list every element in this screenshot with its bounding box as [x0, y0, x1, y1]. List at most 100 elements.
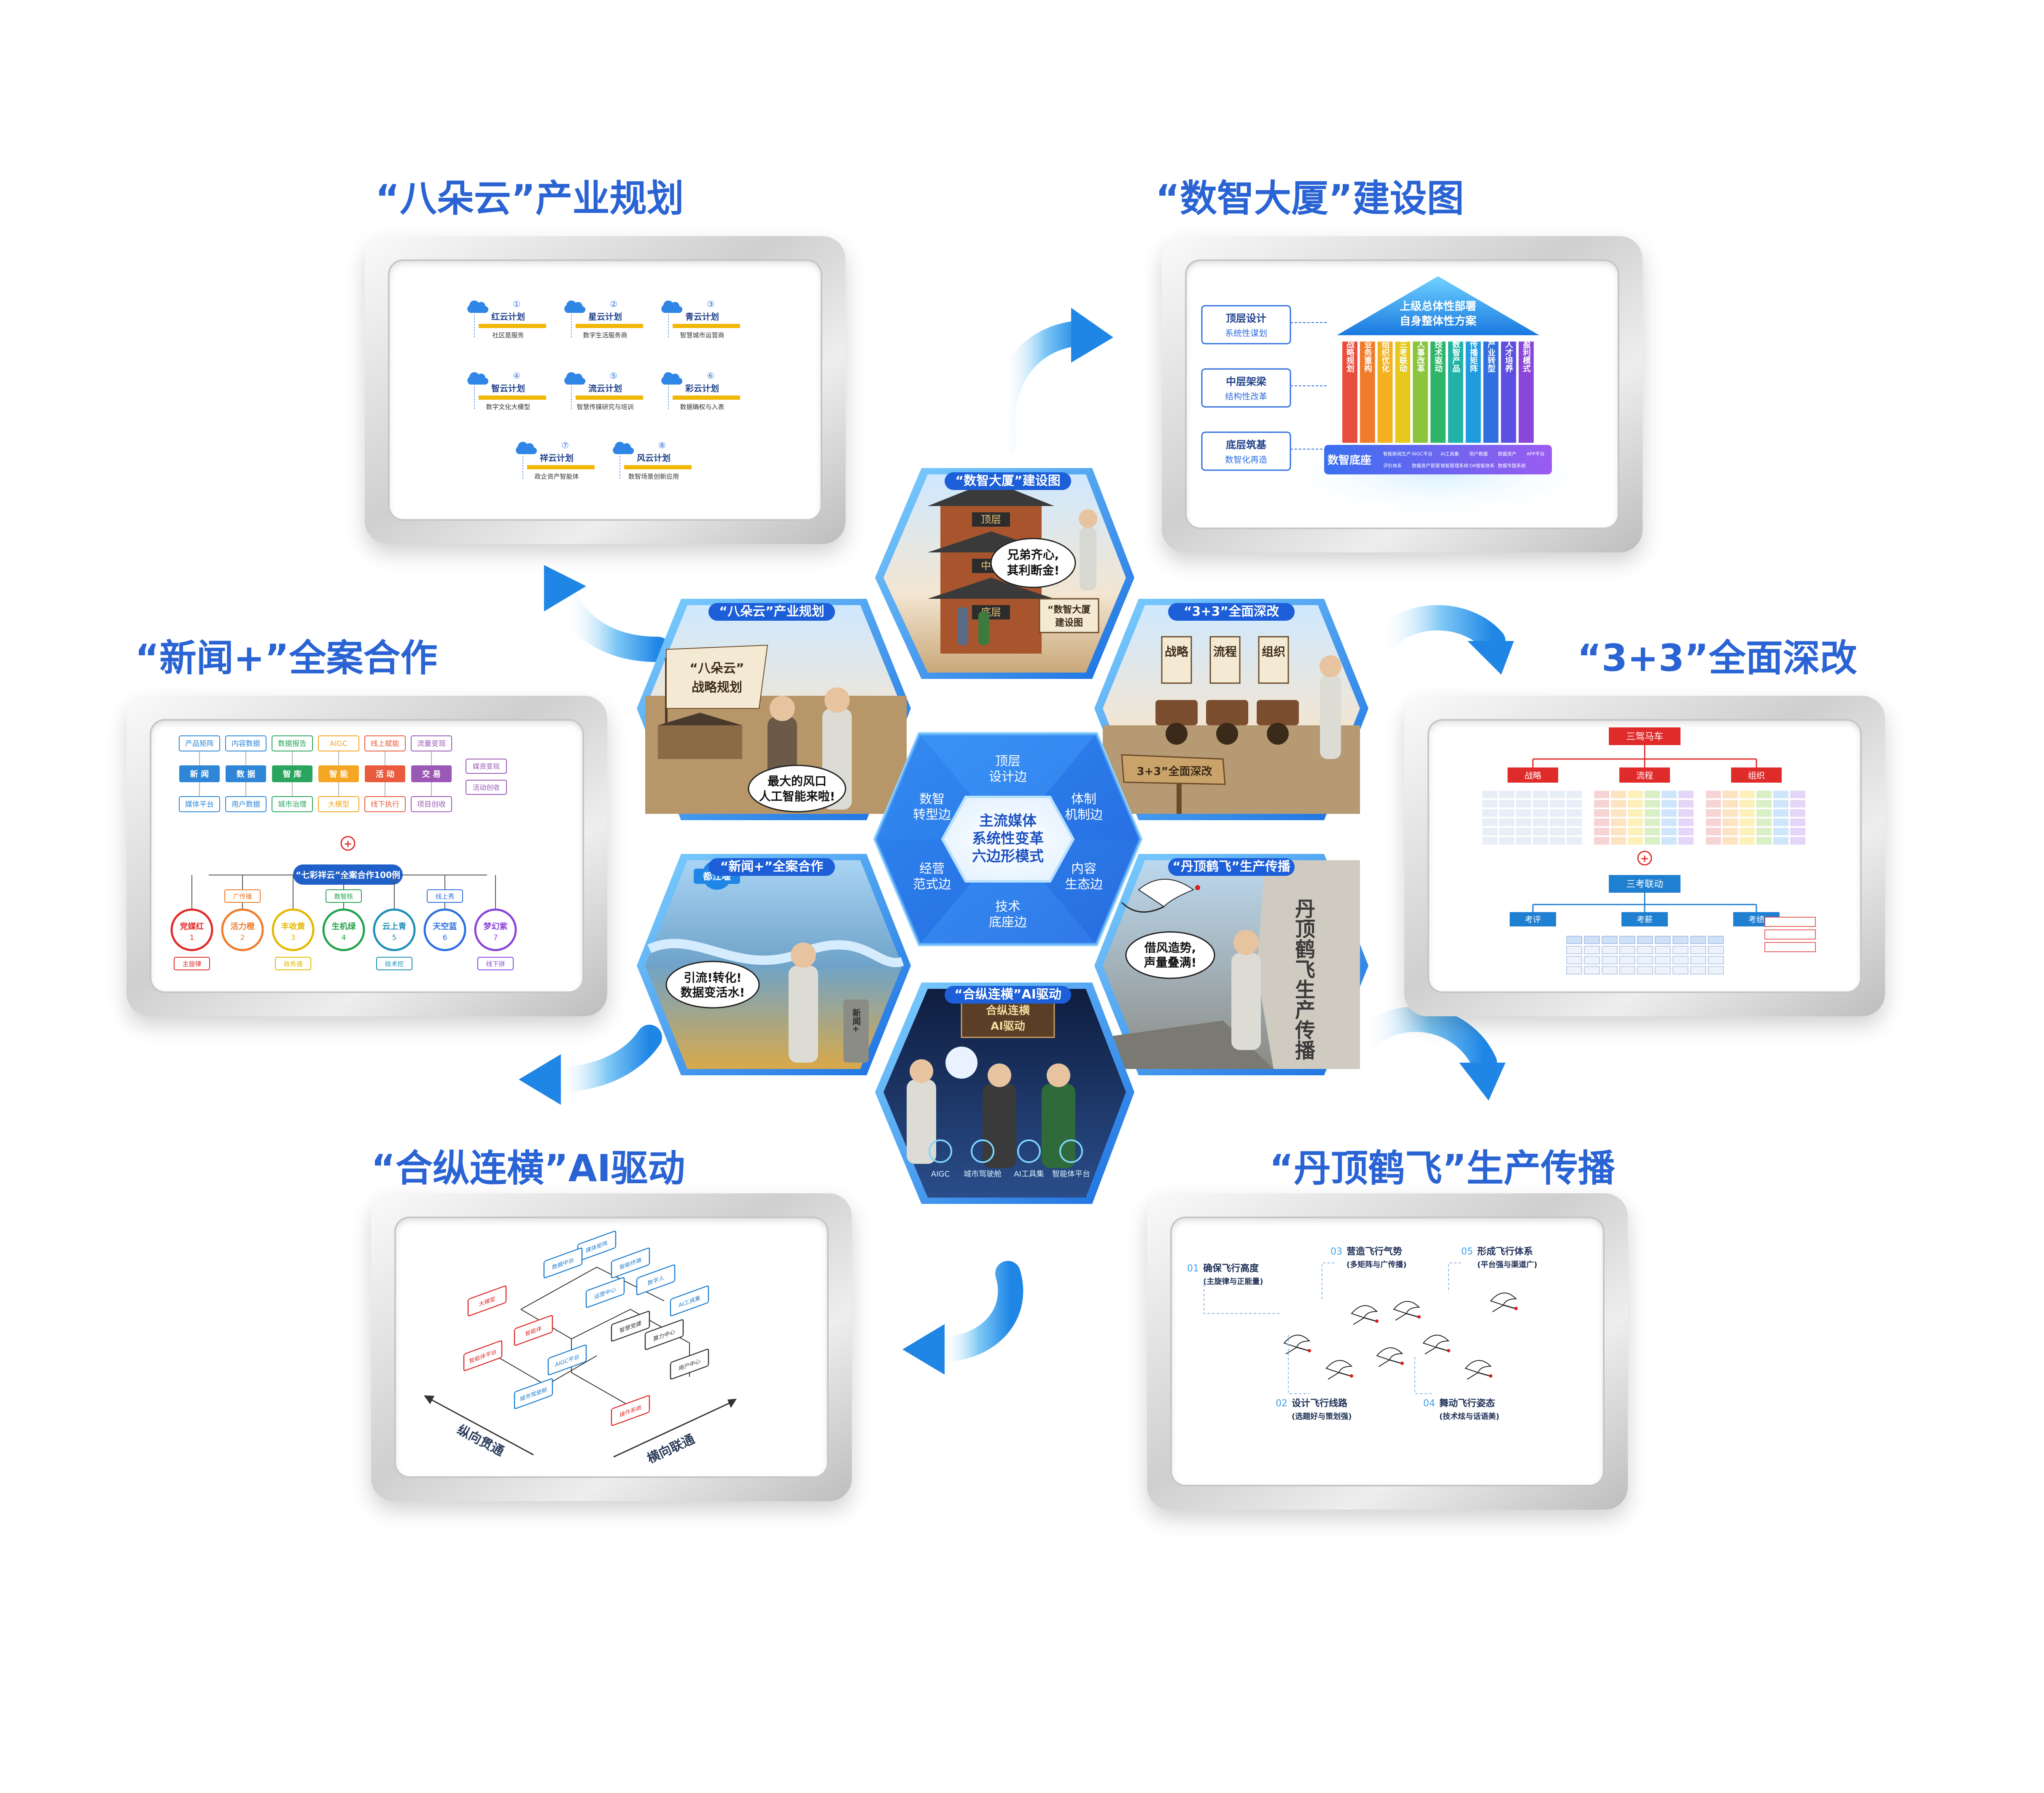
crane-icon: [1283, 1335, 1311, 1354]
cloud-icon: [661, 300, 683, 313]
edge-ll-1: 经营: [919, 862, 945, 876]
xinwen-top-item: AIGC: [318, 735, 359, 751]
hezong-node-box: [547, 1344, 587, 1376]
arrow-to-bayun: [544, 565, 671, 662]
shengai-plus: +: [1640, 853, 1649, 864]
dasha-pillar-bar: [1448, 342, 1463, 443]
shengai-table-cell: [1773, 800, 1788, 808]
xinwen-circle-ring: [373, 908, 416, 951]
xinwen-bottom-box: [364, 796, 406, 812]
dasha-pillar-bar: [1360, 342, 1375, 443]
danding-step-sub: (选题好与策划强): [1292, 1412, 1352, 1421]
shengai-table-cell: [1790, 828, 1805, 835]
hex-ll-label-bg: [708, 858, 835, 876]
shengai-table-cell: [1756, 791, 1772, 798]
hex-lr-cliff-text: 丹顶鹤飞生产传播: [1291, 898, 1316, 1060]
xinwen-bottom-item: 媒体平台: [179, 796, 220, 812]
shengai-grid-cell: [1602, 946, 1618, 954]
xinwen-bottom-text: 线下执行: [371, 800, 399, 809]
xinwen-circle-ring: [322, 908, 365, 951]
arrow-to-hezong: [902, 1261, 1023, 1375]
hezong-node: 算力中心: [644, 1319, 684, 1350]
hex-b-icon: AIGC: [929, 1139, 952, 1179]
dasha-pillar: 三考联动: [1395, 340, 1411, 443]
glow-icon: [929, 1139, 952, 1163]
dasha-level-label: 中层架梁: [1226, 376, 1266, 388]
shengai-table-cell: [1499, 828, 1514, 835]
dasha-roof: [1337, 276, 1539, 335]
bayun-card-desc: 智慧传媒研究与培训: [576, 403, 633, 411]
hex-b-icon: 智能体平台: [1052, 1139, 1090, 1179]
hex-b-board-2: AI驱动: [991, 1020, 1025, 1033]
bayun-card-bar: [624, 465, 692, 469]
xinwen-mid-text: 交 易: [422, 769, 441, 779]
shengai-table-cell: [1550, 828, 1565, 835]
panel-dasha-screen: 上级总体性部署 自身整体性方案 战略规划业务重构组织优化三考联动人事改革技术驱动…: [1185, 259, 1619, 529]
xinwen-top-text: 产品矩阵: [185, 740, 214, 748]
shengai-table-cell: [1567, 828, 1582, 835]
arrow-to-shengai: [1366, 605, 1514, 675]
shengai-grid-cell: [1655, 936, 1671, 944]
shengai-table-cell: [1550, 818, 1565, 826]
shengai-table-cell: [1628, 818, 1643, 826]
hezong-node: 操作系统: [611, 1395, 650, 1426]
shengai-grid-cell: [1566, 936, 1582, 944]
shengai-plus-circle: [1637, 851, 1652, 866]
shengai-table-cell: [1482, 809, 1497, 817]
shengai-table-cell: [1756, 837, 1772, 845]
xinwen-mid-box: [411, 765, 452, 782]
shengai-table-cell: [1773, 809, 1788, 817]
xinwen-side-box: [466, 759, 507, 774]
shengai-grid-cell: [1672, 966, 1689, 975]
shengai-sub-text: 考绩: [1748, 915, 1764, 924]
edge-top-1: 顶层: [995, 754, 1021, 769]
shengai-table-cell: [1499, 818, 1514, 826]
xinwen-bottom-item: 项目创收: [411, 796, 452, 812]
shengai-table-cell: [1533, 828, 1548, 835]
hex-ll-bubble-2: 数据变活水!: [681, 985, 745, 999]
xinwen-mid-item: 交 易: [411, 751, 452, 797]
hex-ul-banner: “八朵云” 战略规划: [665, 644, 768, 725]
crane-wing: [1325, 1360, 1353, 1373]
shengai-table-cell: [1723, 809, 1738, 817]
xinwen-tag-text: 数智核: [334, 893, 353, 900]
edge-ul-2: 转型边: [913, 808, 951, 822]
crane-icon: [1393, 1301, 1421, 1321]
shengai-table-cell: [1516, 837, 1531, 845]
shengai-table-cell: [1678, 809, 1694, 817]
xinwen-tag-box: [224, 889, 261, 903]
shengai-sub: 考评: [1510, 905, 1556, 926]
hex-b-icon: 城市驾驶舱: [964, 1139, 1002, 1179]
dasha-level-box: [1201, 305, 1291, 345]
glow-icon: [1017, 1139, 1041, 1163]
xinwen-bottom-item: 城市治理: [272, 796, 313, 812]
shengai-table-cell: [1723, 837, 1738, 845]
hex-xinwen: 都江堰 引流!转化! 数据变活水! 新闻+ “新闻+”全案合作: [637, 854, 911, 1075]
shengai-grid-cell: [1602, 936, 1618, 944]
dasha-pillar-label: 数智产品: [1451, 340, 1460, 372]
shengai-grid-cell: [1637, 956, 1653, 964]
edge-lr-1: 内容: [1071, 862, 1096, 876]
hex-ll-stone-text: 新闻+: [851, 1008, 861, 1032]
heading-hezong: “合纵连横”AI驱动: [371, 1147, 685, 1190]
shengai-grid-cell: [1619, 956, 1635, 964]
crane-crown: [1400, 1362, 1404, 1365]
dasha-pillar-bar: [1395, 342, 1411, 443]
hezong-node: 用户中心: [670, 1349, 709, 1380]
bayun-card-num: ③: [707, 299, 714, 309]
hex-lr-label-bg: [1168, 858, 1295, 876]
crane-icon: [1351, 1305, 1379, 1325]
bayun-card-num: ②: [610, 299, 617, 309]
dasha-pillar: 技术驱动: [1430, 340, 1446, 443]
crane-legs: [1467, 1372, 1478, 1380]
shengai-table-cell: [1628, 809, 1643, 817]
